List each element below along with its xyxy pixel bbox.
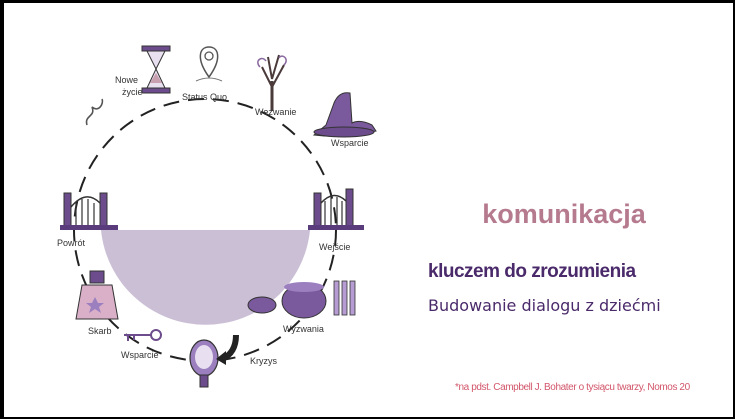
slide-title: komunikacja	[482, 199, 646, 229]
wizard-hat-icon	[312, 92, 377, 138]
mirror-icon	[189, 339, 219, 388]
label-wyzwania: Wyzwania	[283, 324, 324, 334]
key-icon	[124, 329, 162, 341]
label-status-quo: Status Quo	[182, 92, 227, 102]
label-wejscie: Wejście	[319, 242, 350, 252]
label-wsparcie-top: Wsparcie	[331, 138, 369, 148]
potion-icon	[75, 270, 119, 320]
label-zycie: życie	[122, 87, 143, 97]
lower-half-region	[101, 230, 310, 325]
tree-icon	[257, 54, 287, 111]
gate-right-icon	[308, 188, 364, 230]
arrow-head-icon	[216, 351, 226, 365]
source-footnote: *na pdst. Campbell J. Bohater o tysiącu …	[455, 382, 690, 393]
cauldron-icon	[247, 280, 356, 319]
slide-tagline: Budowanie dialogu z dziećmi	[428, 296, 661, 315]
hero-journey-diagram: Nowe życie Status Quo Wezwanie Wsparcie …	[57, 45, 377, 388]
slide-subtitle: kluczem do zrozumienia	[428, 261, 636, 282]
label-wsparcie-bottom: Wsparcie	[121, 350, 159, 360]
map-pin-icon	[195, 46, 223, 82]
label-kryzys: Kryzys	[250, 356, 278, 366]
label-wezwanie: Wezwanie	[255, 107, 296, 117]
slide: Nowe życie Status Quo Wezwanie Wsparcie …	[4, 3, 733, 417]
gate-left-icon	[60, 192, 118, 230]
hourglass-icon	[141, 45, 171, 94]
label-skarb: Skarb	[88, 326, 112, 336]
label-powrot: Powrót	[57, 238, 86, 248]
squiggle-icon	[85, 98, 104, 126]
label-nowe: Nowe	[115, 75, 138, 85]
